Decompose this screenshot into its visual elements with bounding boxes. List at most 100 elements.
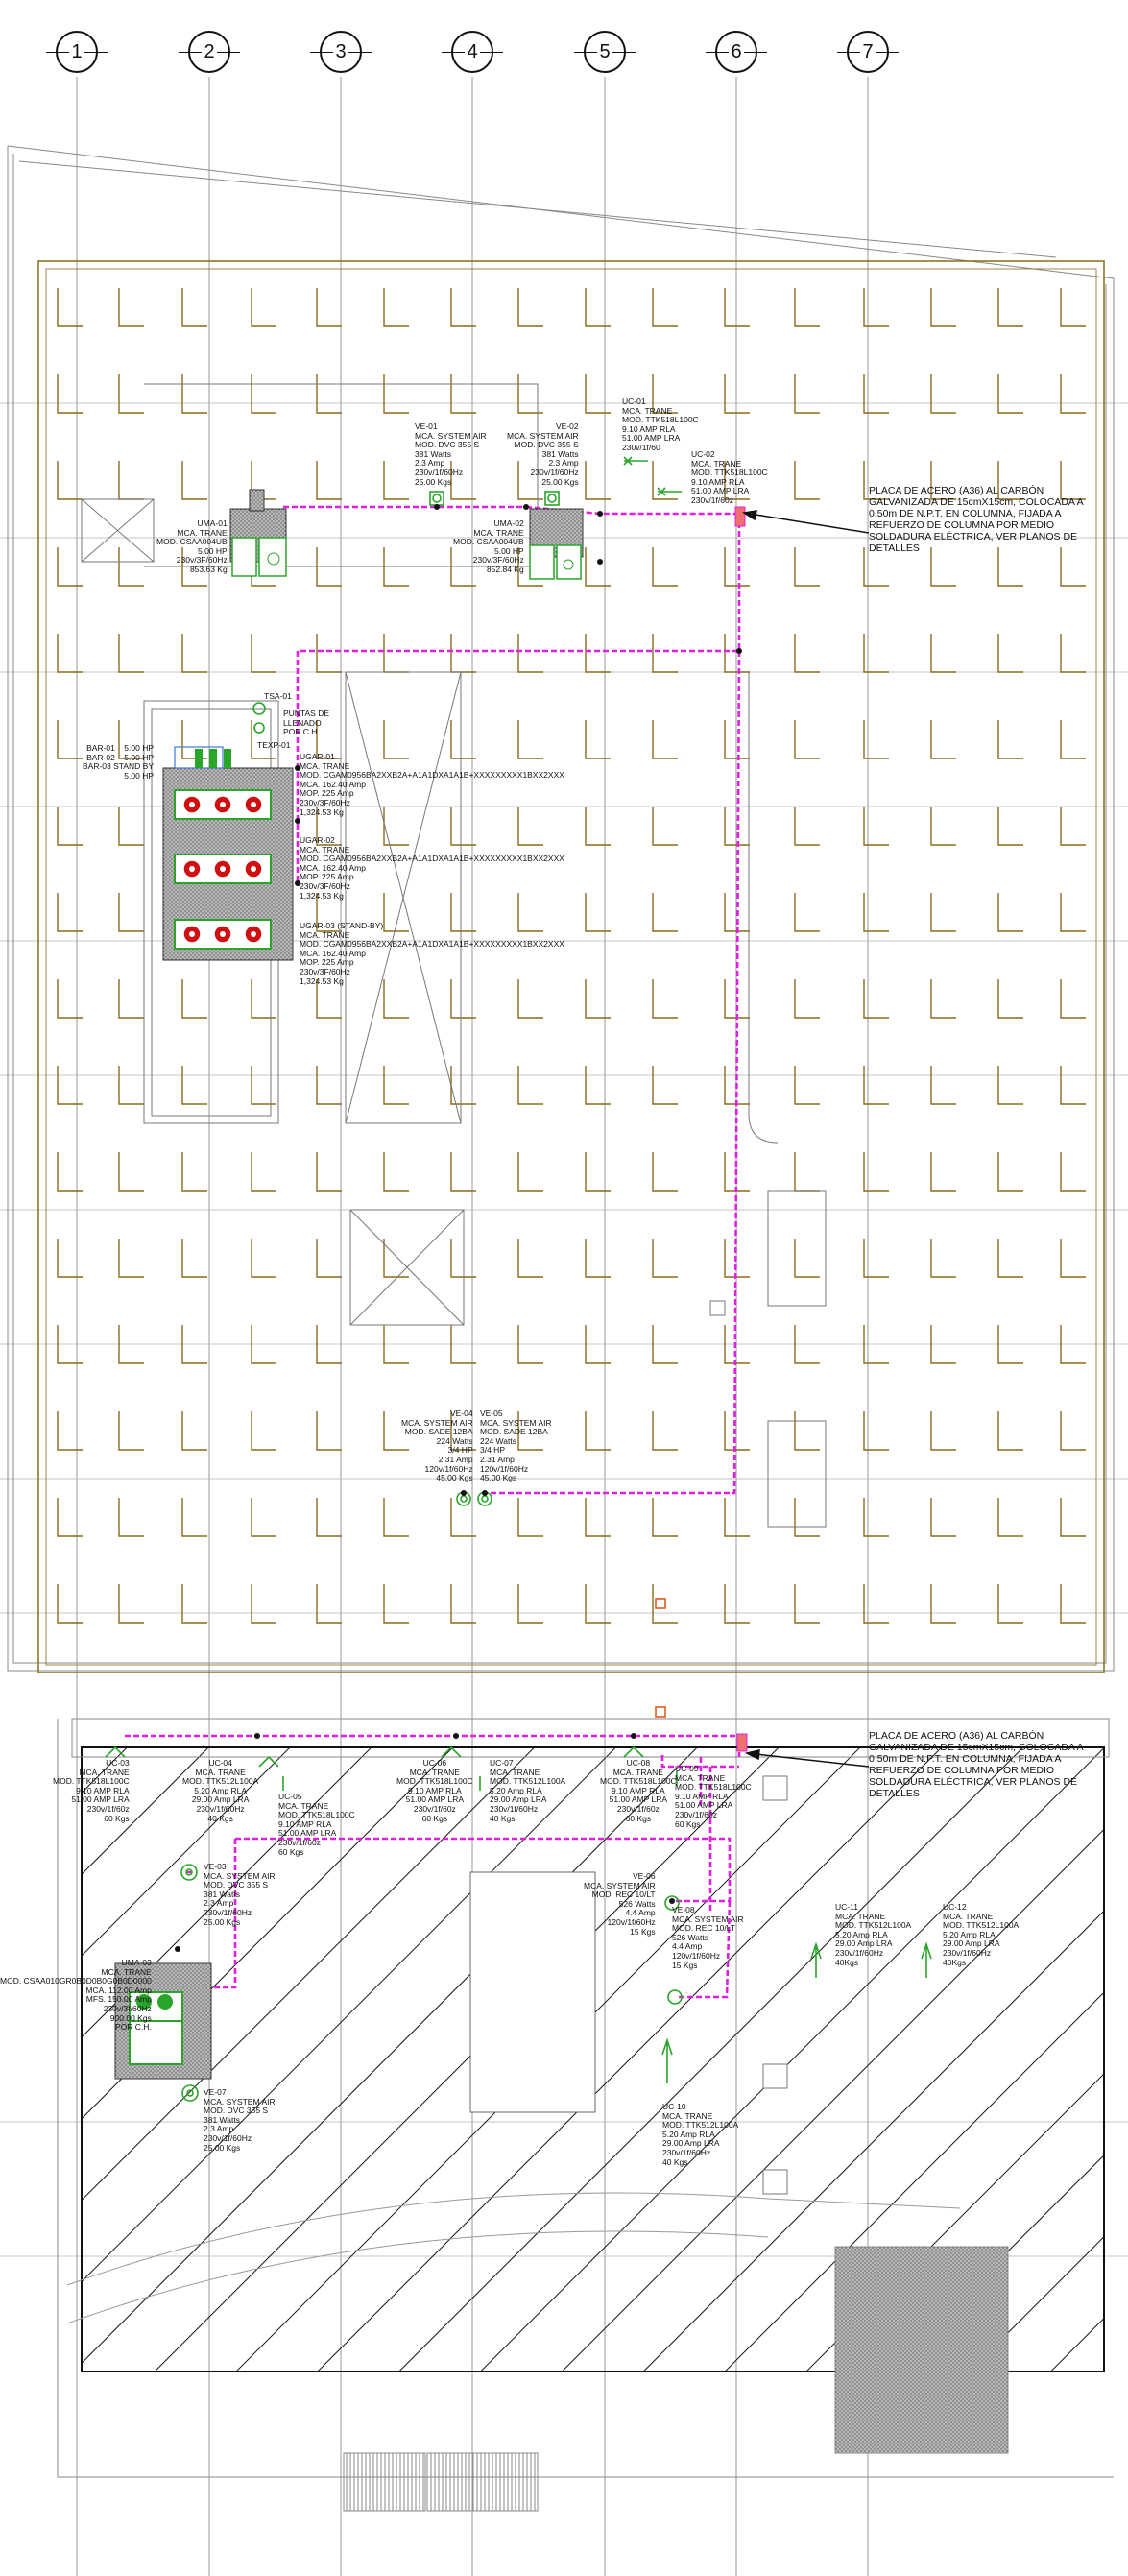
stall-mark bbox=[517, 720, 543, 759]
plate-note-top: PLACA DE ACERO (A36) AL CARBÓN GALVANIZA… bbox=[869, 485, 1084, 554]
stall-mark bbox=[251, 288, 276, 327]
stall-mark bbox=[118, 1239, 144, 1278]
stall-mark bbox=[863, 1066, 889, 1105]
stall-mark bbox=[181, 1152, 207, 1192]
stall-mark bbox=[1060, 979, 1086, 1019]
stall-mark bbox=[652, 634, 678, 673]
stall-mark bbox=[251, 1498, 276, 1537]
axis-bubble-4: 4 bbox=[442, 31, 503, 73]
stall-mark bbox=[517, 1498, 543, 1537]
stall-mark bbox=[863, 979, 889, 1019]
stall-mark bbox=[450, 547, 476, 587]
stall-mark bbox=[930, 1239, 956, 1278]
stall-mark bbox=[794, 979, 820, 1019]
stall-mark bbox=[652, 720, 678, 759]
stall-mark bbox=[585, 1066, 611, 1105]
stall-mark bbox=[652, 1498, 678, 1537]
stall-mark bbox=[118, 1411, 144, 1451]
stall-mark bbox=[724, 1066, 750, 1105]
stall-mark bbox=[724, 1239, 750, 1278]
axis-bubble-1: 1 bbox=[46, 31, 108, 73]
note-leaders bbox=[741, 510, 870, 1768]
stall-mark bbox=[450, 1152, 476, 1192]
stall-mark bbox=[585, 979, 611, 1019]
stall-mark bbox=[517, 1584, 543, 1624]
stall-mark bbox=[652, 979, 678, 1019]
stall-mark bbox=[1060, 1498, 1086, 1537]
stall-mark bbox=[794, 634, 820, 673]
stall-mark bbox=[863, 893, 889, 932]
stall-mark bbox=[118, 288, 144, 327]
stall-mark bbox=[181, 1411, 207, 1451]
stall-mark bbox=[57, 1152, 83, 1192]
stall-mark bbox=[794, 288, 820, 327]
stall-mark bbox=[724, 634, 750, 673]
stall-mark bbox=[57, 1411, 83, 1451]
stall-mark bbox=[118, 1584, 144, 1624]
stall-mark bbox=[585, 893, 611, 932]
stall-mark bbox=[794, 547, 820, 587]
stall-mark bbox=[997, 1325, 1023, 1364]
stall-mark bbox=[181, 374, 207, 414]
stall-mark bbox=[316, 1239, 342, 1278]
stall-mark bbox=[997, 461, 1023, 500]
label-ve-01: VE-01 MCA. SYSTEM AIR MOD. DVC 355 S 381… bbox=[415, 421, 487, 487]
stall-mark bbox=[930, 288, 956, 327]
stall-mark bbox=[585, 1411, 611, 1451]
stall-mark bbox=[383, 720, 409, 759]
chiller-fan-hub bbox=[220, 866, 226, 872]
plate-markers bbox=[655, 506, 748, 1752]
label-uc-11: UC-11 MCA. TRANE MOD. TTK512L100A 5.20 A… bbox=[835, 1902, 912, 1967]
stall-mark bbox=[383, 979, 409, 1019]
label-ve-04: VE-04 MCA. SYSTEM AIR MOD. SADE 12BA 224… bbox=[401, 1408, 473, 1483]
stall-mark bbox=[316, 979, 342, 1019]
stall-mark bbox=[585, 1584, 611, 1624]
stall-mark bbox=[863, 1584, 889, 1624]
axis-bubble-3: 3 bbox=[310, 31, 372, 73]
stall-mark bbox=[794, 893, 820, 932]
stall-mark bbox=[930, 634, 956, 673]
stall-mark bbox=[794, 461, 820, 500]
stall-mark bbox=[1060, 720, 1086, 759]
label-uc-06: UC-06 MCA. TRANE MOD. TTK518L100C 9.10 A… bbox=[396, 1758, 473, 1823]
label-uma-01: UMA-01 MCA. TRANE MOD. CSAA004UB 5.00 HP… bbox=[156, 518, 228, 574]
stall-mark bbox=[383, 1325, 409, 1364]
stall-mark bbox=[1060, 1325, 1086, 1364]
stall-mark bbox=[794, 374, 820, 414]
chiller-fan-hub bbox=[220, 802, 226, 807]
stall-mark bbox=[930, 1584, 956, 1624]
stall-mark bbox=[517, 1239, 543, 1278]
stall-mark bbox=[450, 1239, 476, 1278]
stall-mark bbox=[383, 1584, 409, 1624]
stall-mark bbox=[517, 374, 543, 414]
stall-mark bbox=[251, 1066, 276, 1105]
axis-bubble-2: 2 bbox=[179, 31, 240, 73]
building-outline bbox=[7, 145, 1115, 1672]
stall-mark bbox=[997, 1152, 1023, 1192]
stall-mark bbox=[57, 288, 83, 327]
junction-dots bbox=[175, 504, 742, 1952]
stall-mark bbox=[517, 979, 543, 1019]
stall-mark bbox=[383, 1498, 409, 1537]
stall-mark bbox=[863, 1239, 889, 1278]
stall-mark bbox=[383, 1152, 409, 1192]
label-tsa-01: TSA-01 bbox=[264, 691, 292, 701]
stall-mark bbox=[863, 1325, 889, 1364]
stall-mark bbox=[863, 374, 889, 414]
stall-mark bbox=[997, 979, 1023, 1019]
stall-mark bbox=[585, 1239, 611, 1278]
stall-mark bbox=[930, 720, 956, 759]
stall-mark bbox=[652, 1411, 678, 1451]
stall-mark bbox=[383, 893, 409, 932]
stall-mark bbox=[181, 634, 207, 673]
chiller-fans bbox=[182, 795, 263, 944]
stall-mark bbox=[316, 461, 342, 500]
label-uc-08: UC-08 MCA. TRANE MOD. TTK518L100C 9.10 A… bbox=[600, 1758, 677, 1823]
stall-mark bbox=[997, 1584, 1023, 1624]
stall-mark bbox=[316, 720, 342, 759]
stall-mark bbox=[1060, 807, 1086, 846]
stall-mark bbox=[57, 807, 83, 846]
stall-mark bbox=[57, 1239, 83, 1278]
stall-mark bbox=[181, 1498, 207, 1537]
